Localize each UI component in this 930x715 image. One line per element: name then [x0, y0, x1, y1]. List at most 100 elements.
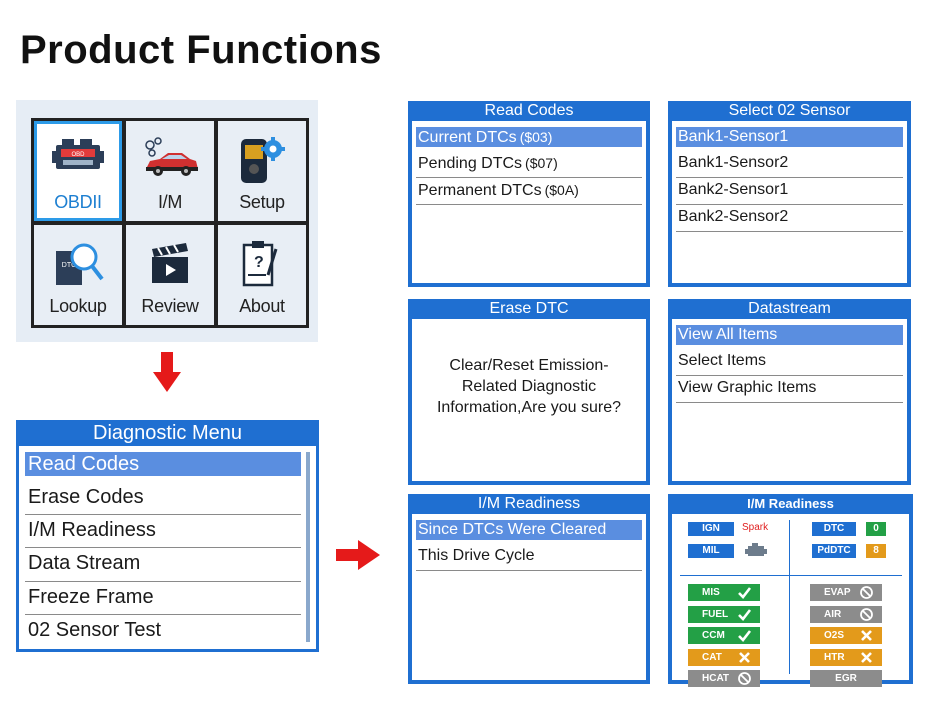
- erase-dtc-screen: Erase DTC Clear/Reset Emission- Related …: [408, 299, 650, 485]
- svg-text:?: ?: [254, 254, 264, 271]
- item-label: Permanent DTCs: [418, 182, 542, 199]
- monitor-label: HCAT: [702, 673, 730, 684]
- ign-badge: IGN: [688, 522, 734, 536]
- monitor-label: HTR: [824, 651, 845, 663]
- clipboard-icon: ?: [242, 241, 278, 287]
- diagnostic-menu-list: Read Codes Erase Codes I/M Readiness Dat…: [19, 446, 316, 649]
- erase-dtc-message: Clear/Reset Emission- Related Diagnostic…: [416, 325, 642, 418]
- item-pending-dtcs[interactable]: Pending DTCs($07): [416, 151, 642, 178]
- clapperboard-icon: [152, 243, 188, 283]
- tile-review[interactable]: Review: [126, 225, 214, 325]
- dtc-magnifier-icon: DTC: [56, 243, 104, 285]
- svg-text:OBD: OBD: [71, 152, 85, 158]
- monitor-ccm-status: CCM: [688, 627, 760, 644]
- item-bank2-sensor2[interactable]: Bank2-Sensor2: [676, 205, 903, 232]
- item-label: Current DTCs: [418, 129, 517, 146]
- dtc-badge: DTC: [812, 522, 856, 536]
- item-since-dtcs-cleared[interactable]: Since DTCs Were Cleared: [416, 520, 642, 540]
- im-readiness-detail-screen: I/M Readiness IGN Spark MIL DTC 0 PdDTC …: [668, 494, 913, 687]
- pddtc-badge: PdDTC: [812, 544, 856, 558]
- menu-item-data-stream[interactable]: Data Stream: [25, 548, 301, 582]
- scrollbar[interactable]: [306, 452, 310, 642]
- item-code: ($0A): [544, 182, 579, 198]
- item-code: ($07): [525, 155, 558, 171]
- monitor-label: AIR: [824, 608, 842, 620]
- erase-message-line: Information,Are you sure?: [436, 399, 622, 416]
- datastream-list: View All Items Select Items View Graphic…: [672, 319, 907, 481]
- tile-obdii[interactable]: OBD OBDII: [34, 121, 122, 221]
- datastream-screen: Datastream View All Items Select Items V…: [668, 299, 911, 485]
- monitor-hcat-status: HCAT: [688, 670, 760, 687]
- tile-im[interactable]: I/M: [126, 121, 214, 221]
- select-sensor-list: Bank1-Sensor1 Bank1-Sensor2 Bank2-Sensor…: [672, 121, 907, 283]
- monitor-cat-status: CAT: [688, 648, 760, 666]
- item-this-drive-cycle[interactable]: This Drive Cycle: [416, 544, 642, 571]
- read-codes-list: Current DTCs($03) Pending DTCs($07) Perm…: [412, 121, 646, 283]
- scanner-gear-icon: [241, 137, 285, 183]
- menu-item-freeze-frame[interactable]: Freeze Frame: [25, 582, 301, 615]
- cross-icon: [737, 650, 752, 665]
- im-readiness-screen: I/M Readiness Since DTCs Were Cleared Th…: [408, 494, 650, 684]
- datastream-title: Datastream: [748, 300, 831, 317]
- tile-setup[interactable]: Setup: [218, 121, 306, 221]
- not-available-icon: [859, 585, 874, 600]
- monitor-htr-status: HTR: [810, 648, 882, 666]
- divider: [680, 575, 902, 576]
- monitor-fuel-status: FUEL: [688, 605, 760, 623]
- monitor-o2s-status: O2S: [810, 627, 882, 644]
- menu-item-erase-codes[interactable]: Erase Codes: [25, 482, 301, 516]
- erase-message-line: Related Diagnostic: [461, 378, 597, 395]
- cross-icon: [859, 628, 874, 643]
- arrow-down-icon: [153, 352, 181, 392]
- cross-icon: [859, 650, 874, 665]
- im-readiness-title: I/M Readiness: [477, 495, 581, 512]
- item-select-items[interactable]: Select Items: [676, 349, 903, 376]
- page-title: Product Functions: [20, 28, 382, 72]
- diagnostic-menu-screen: Diagnostic Menu Read Codes Erase Codes I…: [16, 420, 319, 652]
- arrow-right-icon: [336, 540, 380, 570]
- tile-label: I/M: [157, 192, 183, 212]
- item-view-all-items[interactable]: View All Items: [676, 325, 903, 345]
- erase-message-line: Clear/Reset Emission-: [449, 357, 609, 374]
- tile-about[interactable]: ? About: [218, 225, 306, 325]
- item-view-graphic-items[interactable]: View Graphic Items: [676, 376, 903, 403]
- monitor-egr-status: EGR: [810, 670, 882, 687]
- tile-label: About: [239, 296, 285, 316]
- item-label: Pending DTCs: [418, 155, 523, 172]
- svg-text:DTC: DTC: [62, 262, 76, 269]
- engine-icon: OBD: [52, 139, 104, 169]
- monitor-label: FUEL: [702, 608, 729, 620]
- item-current-dtcs[interactable]: Current DTCs($03): [416, 127, 642, 147]
- tile-lookup[interactable]: DTC Lookup: [34, 225, 122, 325]
- item-permanent-dtcs[interactable]: Permanent DTCs($0A): [416, 178, 642, 205]
- monitor-label: EGR: [835, 673, 857, 684]
- menu-item-im-readiness[interactable]: I/M Readiness: [25, 515, 301, 549]
- home-menu-screen: OBD OBDII I/M: [16, 100, 318, 342]
- item-bank1-sensor1[interactable]: Bank1-Sensor1: [676, 127, 903, 147]
- monitor-label: O2S: [824, 630, 845, 641]
- item-bank1-sensor2[interactable]: Bank1-Sensor2: [676, 151, 903, 178]
- menu-item-read-codes[interactable]: Read Codes: [25, 452, 301, 476]
- item-bank2-sensor1[interactable]: Bank2-Sensor1: [676, 178, 903, 205]
- erase-dtc-title: Erase DTC: [489, 300, 569, 317]
- divider: [789, 520, 790, 674]
- car-icon: [145, 137, 198, 176]
- check-icon: [737, 607, 752, 622]
- pddtc-count: 8: [866, 544, 886, 558]
- monitor-mis-status: MIS: [688, 584, 760, 601]
- monitor-label: MIS: [702, 587, 720, 598]
- tile-label: OBDII: [54, 192, 102, 212]
- monitor-air-status: AIR: [810, 605, 882, 623]
- home-menu-grid: OBD OBDII I/M: [31, 118, 309, 328]
- monitor-label: CCM: [702, 630, 725, 641]
- not-available-icon: [859, 607, 874, 622]
- mil-badge: MIL: [688, 544, 734, 558]
- not-available-icon: [737, 671, 752, 686]
- erase-dtc-body: Clear/Reset Emission- Related Diagnostic…: [412, 319, 646, 481]
- im-readiness-list: Since DTCs Were Cleared This Drive Cycle: [412, 514, 646, 680]
- menu-item-o2-sensor-test[interactable]: 02 Sensor Test: [28, 618, 162, 641]
- diagnostic-menu-title: Diagnostic Menu: [93, 422, 242, 444]
- im-readiness-detail-title: I/M Readiness: [747, 496, 834, 511]
- monitor-label: EVAP: [824, 587, 851, 598]
